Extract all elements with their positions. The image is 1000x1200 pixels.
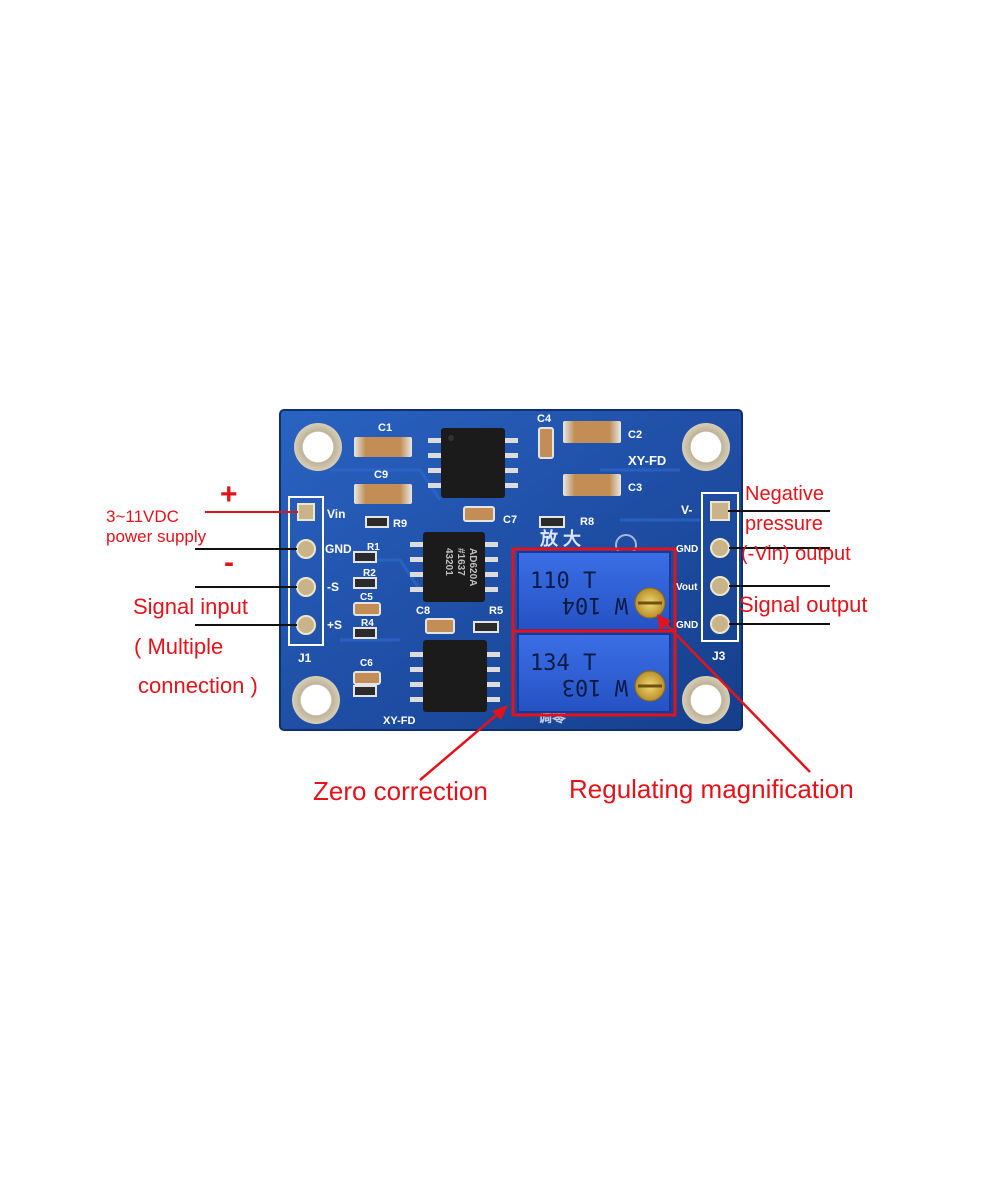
svg-text:C3: C3	[628, 482, 642, 494]
header-label-j3: J3	[712, 649, 726, 663]
pin-label-gnd: GND	[325, 542, 352, 556]
capacitor-c4: C4	[537, 413, 554, 459]
pin-pad-minus-s[interactable]	[296, 577, 316, 597]
svg-text:R2: R2	[363, 568, 376, 579]
annotation-signal-output: Signal output	[739, 592, 867, 617]
mounting-hole-bottom-right	[682, 676, 730, 724]
pin-pad-plus-s[interactable]	[296, 615, 316, 635]
svg-text:C7: C7	[503, 514, 517, 526]
mounting-hole-top-right	[682, 423, 730, 471]
svg-text:C1: C1	[378, 422, 392, 434]
svg-text:C6: C6	[360, 658, 373, 669]
svg-text:R4: R4	[361, 618, 374, 629]
annotation-signal-input-line1: Signal input	[133, 594, 248, 619]
svg-text:R1: R1	[367, 542, 380, 553]
pin-label-gnd-right-1: GND	[676, 544, 698, 555]
capacitor-c2: C2	[563, 421, 642, 443]
capacitor-c3: C3	[563, 474, 642, 496]
annotation-negative-line2: pressure	[745, 513, 823, 535]
svg-text:R8: R8	[580, 516, 594, 528]
capacitor-c5: C5	[353, 592, 381, 616]
resistor-r3	[353, 685, 377, 697]
brand-label-top: XY-FD	[628, 453, 666, 468]
svg-text:W 103: W 103	[562, 674, 628, 699]
pin-pad-vout[interactable]	[710, 576, 730, 596]
brand-label-bottom: XY-FD	[383, 715, 415, 727]
pin-pad-vin[interactable]	[297, 503, 315, 521]
ic-bottom-soic8	[410, 640, 500, 712]
annotation-regulating-magnification: Regulating magnification	[569, 774, 854, 804]
capacitor-c9: C9	[354, 469, 412, 504]
resistor-r8: R8	[539, 516, 594, 528]
arrow-regulating-magnification	[657, 614, 811, 773]
capacitor-c7: C7	[463, 506, 517, 526]
svg-text:C4: C4	[537, 413, 552, 425]
annotation-signal-input-line2: ( Multiple	[134, 634, 223, 659]
annotation-plus: +	[220, 478, 238, 511]
svg-text:C5: C5	[360, 592, 373, 603]
annotation-minus: -	[224, 546, 234, 579]
annotation-zero-correction: Zero correction	[313, 776, 488, 806]
pin-label-gnd-right-2: GND	[676, 620, 698, 631]
svg-text:R5: R5	[489, 605, 503, 617]
arrow-zero-correction	[419, 705, 508, 781]
capacitor-c1: C1	[354, 422, 412, 457]
svg-text:W 104: W 104	[562, 592, 628, 617]
svg-text:R9: R9	[393, 518, 407, 530]
annotation-negative-line1: Negative	[745, 483, 824, 505]
pin-pad-gnd[interactable]	[296, 539, 316, 559]
capacitor-c8: C8	[416, 605, 455, 634]
pin-pad-v-minus[interactable]	[710, 501, 730, 521]
annotation-power-line2: power supply	[106, 527, 207, 546]
trimmer-pot-zero[interactable]: 134 T W 103	[517, 633, 671, 713]
ic-top-soic8	[428, 428, 518, 498]
header-label-j1: J1	[298, 651, 312, 665]
leader-lines	[195, 510, 830, 626]
annotation-power-line1: 3~11VDC	[106, 507, 179, 526]
mounting-hole-top-left	[294, 423, 342, 471]
pin-label-plus-s: +S	[327, 618, 342, 632]
highlight-box-zero-trimmer	[511, 629, 677, 717]
annotation-negative-line3: (-Vin) output	[741, 543, 851, 565]
resistor-r4: R4	[353, 618, 377, 639]
pin-label-minus-s: -S	[327, 580, 339, 594]
resistor-r9: R9	[365, 516, 407, 530]
pin-label-vin: Vin	[327, 507, 345, 521]
pin-pad-gnd-right-2[interactable]	[710, 614, 730, 634]
svg-text:C2: C2	[628, 429, 642, 441]
capacitor-c6: C6	[353, 658, 381, 685]
pcb-board: Vin GND -S +S J1 V- GND Vout GND J3 XY-F…	[279, 409, 743, 731]
pin-pad-gnd-right-1[interactable]	[710, 538, 730, 558]
resistor-r5: R5	[473, 605, 503, 633]
trimmer-pot-gain[interactable]: 110 T W 104	[517, 551, 671, 631]
svg-text:#1637: #1637	[455, 548, 466, 576]
svg-text:C9: C9	[374, 469, 388, 481]
resistor-r1: R1	[353, 542, 380, 563]
svg-text:43201: 43201	[443, 548, 454, 576]
pin-label-vout: Vout	[676, 582, 698, 593]
annotation-signal-input-line3: connection )	[138, 673, 258, 698]
ic-ad620-instrumentation-amp: AD620A #1637 43201	[410, 532, 498, 602]
svg-text:C8: C8	[416, 605, 430, 617]
svg-text:134 T: 134 T	[530, 651, 596, 676]
resistor-r2: R2	[353, 568, 377, 589]
pin-label-v-minus: V-	[681, 503, 692, 517]
mounting-hole-bottom-left	[292, 676, 340, 724]
svg-text:AD620A: AD620A	[467, 548, 478, 586]
silk-chinese-amplify: 放 大	[539, 528, 581, 549]
svg-text:110 T: 110 T	[530, 569, 596, 594]
